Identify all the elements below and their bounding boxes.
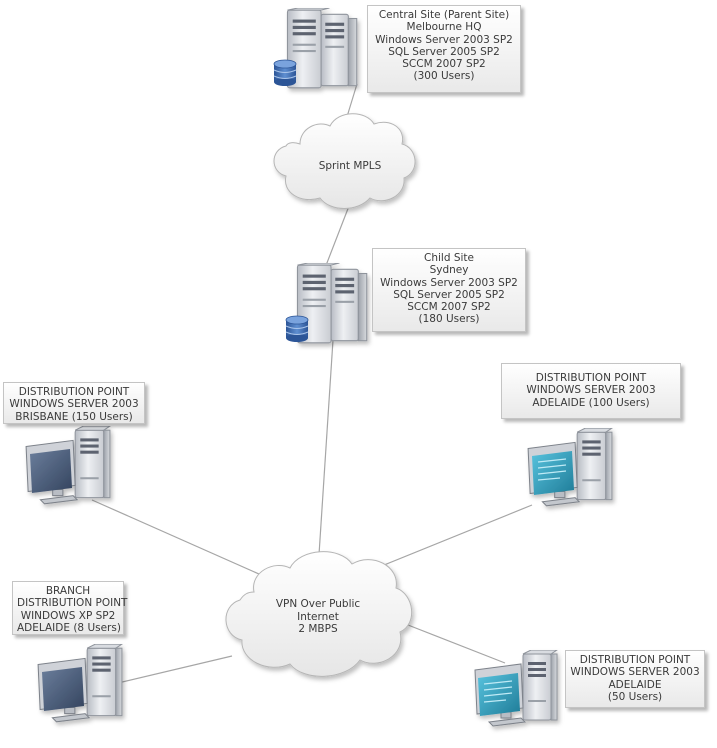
link-mpls-to-child — [324, 205, 350, 269]
vpn-cloud-label: VPN Over Public Internet 2 MBPS — [258, 598, 378, 636]
central-site-line: SCCM 2007 SP2 — [402, 58, 486, 71]
mpls-cloud-label: Sprint MPLS — [300, 160, 400, 173]
cloud-icon — [273, 113, 416, 209]
branch-dp-line: DISTRIBUTION POINT — [17, 597, 128, 610]
child-site-line: Windows Server 2003 SP2 — [380, 276, 518, 289]
dp-adelaide-100-line: WINDOWS SERVER 2003 — [526, 384, 656, 397]
central-site-line: Windows Server 2003 SP2 — [375, 33, 513, 46]
central-site-label: Central Site (Parent Site) Melbourne HQ … — [367, 5, 521, 93]
link-child-to-vpn — [317, 339, 334, 571]
branch-dp-line: BRANCH — [45, 585, 91, 597]
mpls-cloud-shape — [273, 113, 416, 209]
dp-brisbane-label: DISTRIBUTION POINT WINDOWS SERVER 2003 B… — [3, 382, 145, 424]
connections — [91, 83, 533, 684]
database-cylinder-icon — [285, 315, 309, 342]
cloud-icon — [225, 551, 413, 677]
vpn-cloud-shape — [225, 551, 413, 677]
central-site-line: Central Site (Parent Site) — [378, 9, 510, 21]
workstation-icon — [25, 426, 111, 505]
dp-brisbane-line: BRISBANE (150 Users) — [15, 410, 133, 423]
branch-dp-label: BRANCH DISTRIBUTION POINT WINDOWS XP SP2… — [12, 581, 128, 635]
mpls-cloud-text: Sprint MPLS — [318, 160, 382, 172]
dp-adelaide-50-line: DISTRIBUTION POINT — [579, 654, 691, 666]
branch-dp-line: ADELAIDE (8 Users) — [17, 621, 121, 634]
dp-brisbane-line: DISTRIBUTION POINT — [18, 386, 130, 398]
dp-adelaide-50-line: WINDOWS SERVER 2003 — [570, 666, 700, 679]
central-site-line: SQL Server 2005 SP2 — [388, 45, 500, 58]
child-site-line: (180 Users) — [418, 313, 480, 326]
workstation-icon — [527, 428, 613, 507]
link-branch-to-vpn — [117, 655, 233, 684]
central-site-line: (300 Users) — [413, 70, 475, 83]
vpn-cloud-line: 2 MBPS — [298, 623, 338, 635]
central-site-line: Melbourne HQ — [406, 21, 482, 34]
dp-adelaide-50-line: ADELAIDE — [608, 678, 662, 691]
dp-adelaide-50-label: DISTRIBUTION POINT WINDOWS SERVER 2003 A… — [565, 650, 705, 708]
link-brisbane-to-vpn — [91, 499, 269, 579]
link-adelaide100-to-vpn — [361, 504, 533, 575]
child-site-line: SCCM 2007 SP2 — [407, 301, 491, 314]
dp-adelaide-50-line: (50 Users) — [607, 690, 663, 703]
child-site-line: SQL Server 2005 SP2 — [393, 288, 505, 301]
workstation-icon — [474, 650, 558, 727]
dp-brisbane-line: WINDOWS SERVER 2003 — [9, 398, 139, 411]
vpn-cloud-line: VPN Over Public — [275, 598, 361, 610]
workstation-icon — [37, 644, 123, 723]
dp-adelaide-100-line: DISTRIBUTION POINT — [535, 372, 647, 384]
dp-adelaide-100-label: DISTRIBUTION POINT WINDOWS SERVER 2003 A… — [501, 363, 681, 419]
child-site-line: Child Site — [424, 252, 474, 264]
child-site-line: Sydney — [429, 264, 469, 277]
branch-dp-line: WINDOWS XP SP2 — [20, 609, 116, 622]
child-site-label: Child Site Sydney Windows Server 2003 SP… — [372, 248, 526, 332]
dp-adelaide-100-line: ADELAIDE (100 Users) — [532, 396, 650, 409]
central-server-icon — [286, 8, 358, 89]
database-cylinder-icon — [273, 59, 297, 86]
vpn-cloud-line: Internet — [297, 610, 339, 623]
link-adelaide50-to-vpn — [407, 624, 506, 664]
